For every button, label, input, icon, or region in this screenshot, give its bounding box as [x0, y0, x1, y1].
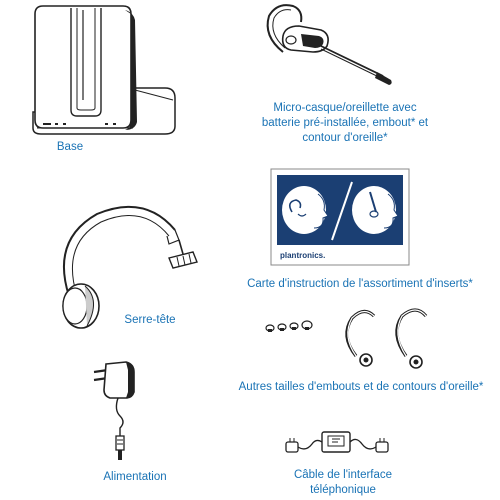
headset-illustration — [255, 0, 405, 90]
headset-caption-line-1: Micro-casque/oreillette avec — [273, 102, 417, 114]
base-caption: Base — [30, 140, 110, 155]
interface-cable-caption-line-1: Câble de l'interface — [293, 469, 393, 481]
interface-cable-illustration — [282, 426, 394, 464]
headband-caption: Serre-tête — [105, 313, 195, 328]
instruction-card-drawing: plantronics. — [270, 168, 410, 266]
headset-caption-line-3: contour d'oreille* — [302, 132, 388, 144]
eartips-caption-text: Autres tailles d'embouts et de contours … — [238, 381, 484, 393]
earloops-drawing — [345, 308, 428, 369]
earloops-illustration — [340, 306, 450, 378]
base-caption-text: Base — [56, 141, 84, 153]
headband-caption-text: Serre-tête — [124, 314, 176, 326]
power-adapter-illustration — [82, 358, 152, 468]
power-caption-text: Alimentation — [103, 471, 167, 483]
eartips-illustration — [262, 312, 318, 340]
headband-drawing — [62, 205, 198, 329]
headset-caption: Micro-casque/oreillette avec batterie pr… — [240, 101, 450, 146]
headset-drawing — [266, 4, 392, 85]
head-profile-left-icon — [282, 186, 329, 234]
base-illustration — [25, 0, 185, 138]
instruction-card-caption: Carte d'instruction de l'assortiment d'i… — [230, 277, 490, 292]
power-caption: Alimentation — [80, 470, 190, 485]
eartips-caption: Autres tailles d'embouts et de contours … — [228, 380, 494, 395]
interface-cable-caption-line-2: téléphonique — [310, 484, 376, 496]
instruction-card: plantronics. — [270, 168, 410, 266]
eartips-drawing — [265, 320, 313, 332]
headset-caption-line-2: batterie pré-installée, embout* et — [261, 117, 429, 129]
card-brand: plantronics. — [280, 251, 325, 260]
interface-cable-caption: Câble de l'interface téléphonique — [268, 468, 418, 498]
headband-illustration — [45, 200, 205, 332]
power-adapter-drawing — [93, 361, 135, 460]
base-drawing — [32, 5, 176, 135]
head-profile-right-icon — [352, 186, 399, 234]
interface-cable-drawing — [285, 431, 389, 453]
instruction-card-caption-text: Carte d'instruction de l'assortiment d'i… — [247, 278, 473, 290]
